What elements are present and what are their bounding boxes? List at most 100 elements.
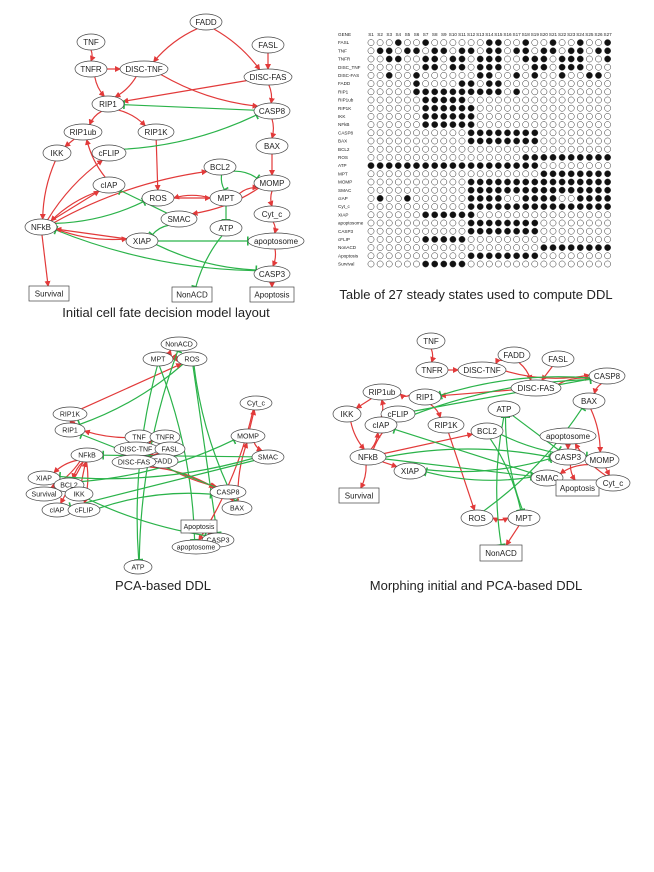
state-inactive-dot <box>467 236 475 243</box>
state-inactive-dot <box>367 170 375 178</box>
state-inactive-dot <box>540 227 548 235</box>
state-active-dot <box>467 252 475 260</box>
state-inactive-dot <box>586 88 593 96</box>
initial-node-ATP-shape <box>209 219 243 237</box>
state-inactive-dot <box>394 244 402 251</box>
table-row: NonACD <box>338 244 611 251</box>
morph-node-CASP8-label: CASP8 <box>594 372 621 381</box>
state-active-dot <box>431 162 439 169</box>
initial-edge-XIAP-to-CASP3 <box>156 244 258 275</box>
state-active-dot <box>458 96 466 104</box>
state-inactive-dot <box>394 211 402 219</box>
state-active-dot <box>440 88 448 96</box>
table-row-label: apoptosome <box>338 221 364 226</box>
state-inactive-dot <box>586 55 593 63</box>
state-active-dot <box>604 195 611 202</box>
state-active-dot <box>485 80 493 87</box>
state-active-dot <box>458 121 466 128</box>
state-active-dot <box>495 80 502 87</box>
initial-edge-CASP8-to-RIP1 <box>123 100 255 111</box>
state-inactive-dot <box>394 195 402 202</box>
pca-node-BCL2-label: BCL2 <box>60 482 78 489</box>
state-active-dot <box>586 72 593 79</box>
state-active-dot <box>485 219 493 227</box>
state-inactive-dot <box>367 63 375 71</box>
state-active-dot <box>595 47 602 55</box>
state-active-dot <box>458 80 466 87</box>
state-inactive-dot <box>394 88 402 96</box>
state-inactive-dot <box>531 260 539 268</box>
table-row: CASP8 <box>338 129 611 137</box>
table-row-label: TNFR <box>338 57 351 62</box>
state-inactive-dot <box>558 219 566 227</box>
state-inactive-dot <box>586 260 593 268</box>
state-inactive-dot <box>531 145 539 153</box>
morph-edge-MPT-to-ATP <box>500 416 524 511</box>
state-inactive-dot <box>567 80 575 87</box>
state-active-dot <box>495 129 502 137</box>
state-active-dot <box>567 47 575 55</box>
state-inactive-dot <box>576 236 584 243</box>
morph-node-RIP1ub-shape <box>362 383 402 401</box>
state-inactive-dot <box>367 236 375 243</box>
initial-node-DISCFAS-shape <box>243 68 293 86</box>
state-active-dot <box>540 170 548 178</box>
pca-edge-ROS-to-RIP1 <box>77 364 183 429</box>
state-inactive-dot <box>458 72 466 79</box>
state-inactive-dot <box>449 145 457 153</box>
state-active-dot <box>576 195 584 202</box>
table-column-header: S5 <box>405 32 411 37</box>
pca-node-Apoptosis-shape <box>180 519 218 534</box>
state-inactive-dot <box>567 88 575 96</box>
state-inactive-dot <box>531 88 539 96</box>
state-inactive-dot <box>385 219 393 227</box>
state-inactive-dot <box>385 211 393 219</box>
state-inactive-dot <box>476 96 484 104</box>
state-active-dot <box>495 227 502 235</box>
state-inactive-dot <box>540 219 548 227</box>
state-active-dot <box>549 170 557 178</box>
state-inactive-dot <box>540 88 548 96</box>
state-inactive-dot <box>504 96 511 104</box>
state-inactive-dot <box>567 219 575 227</box>
initial-edge-Cytc-to-apoptosome <box>272 221 279 234</box>
state-inactive-dot <box>376 170 384 178</box>
state-inactive-dot <box>385 121 393 128</box>
initial-node-cFLIP-shape <box>91 144 127 162</box>
state-inactive-dot <box>595 63 602 71</box>
state-inactive-dot <box>385 227 393 235</box>
state-inactive-dot <box>495 104 502 112</box>
state-inactive-dot <box>558 129 566 137</box>
state-inactive-dot <box>394 145 402 153</box>
state-inactive-dot <box>567 137 575 145</box>
pca-edge-MOMP-to-SMAC <box>253 442 263 452</box>
state-inactive-dot <box>404 219 411 227</box>
state-inactive-dot <box>567 162 575 169</box>
state-active-dot <box>513 88 520 96</box>
state-inactive-dot <box>385 154 393 161</box>
morph-node-RIP1ub: RIP1ub <box>362 383 402 401</box>
state-active-dot <box>504 129 511 137</box>
morph-node-NFkB-label: NFkB <box>358 453 378 462</box>
state-inactive-dot <box>394 113 402 120</box>
state-inactive-dot <box>440 252 448 260</box>
state-active-dot <box>576 47 584 55</box>
state-inactive-dot <box>422 252 429 260</box>
state-active-dot <box>422 236 429 243</box>
pca-node-MPT-shape <box>142 351 174 367</box>
pca-node-DISCTNF: DISC-TNF <box>113 441 159 457</box>
state-inactive-dot <box>367 145 375 153</box>
state-active-dot <box>540 195 548 202</box>
initial-node-ATP-label: ATP <box>219 224 234 233</box>
table-row-label: Survival <box>338 262 354 267</box>
initial-node-ATP: ATP <box>209 219 243 237</box>
state-inactive-dot <box>485 170 493 178</box>
state-active-dot <box>558 170 566 178</box>
state-inactive-dot <box>413 154 420 161</box>
state-inactive-dot <box>404 211 411 219</box>
state-active-dot <box>485 227 493 235</box>
caption-pca-ddl: PCA-based DDL <box>115 578 211 593</box>
state-active-dot <box>576 178 584 186</box>
state-inactive-dot <box>549 104 557 112</box>
